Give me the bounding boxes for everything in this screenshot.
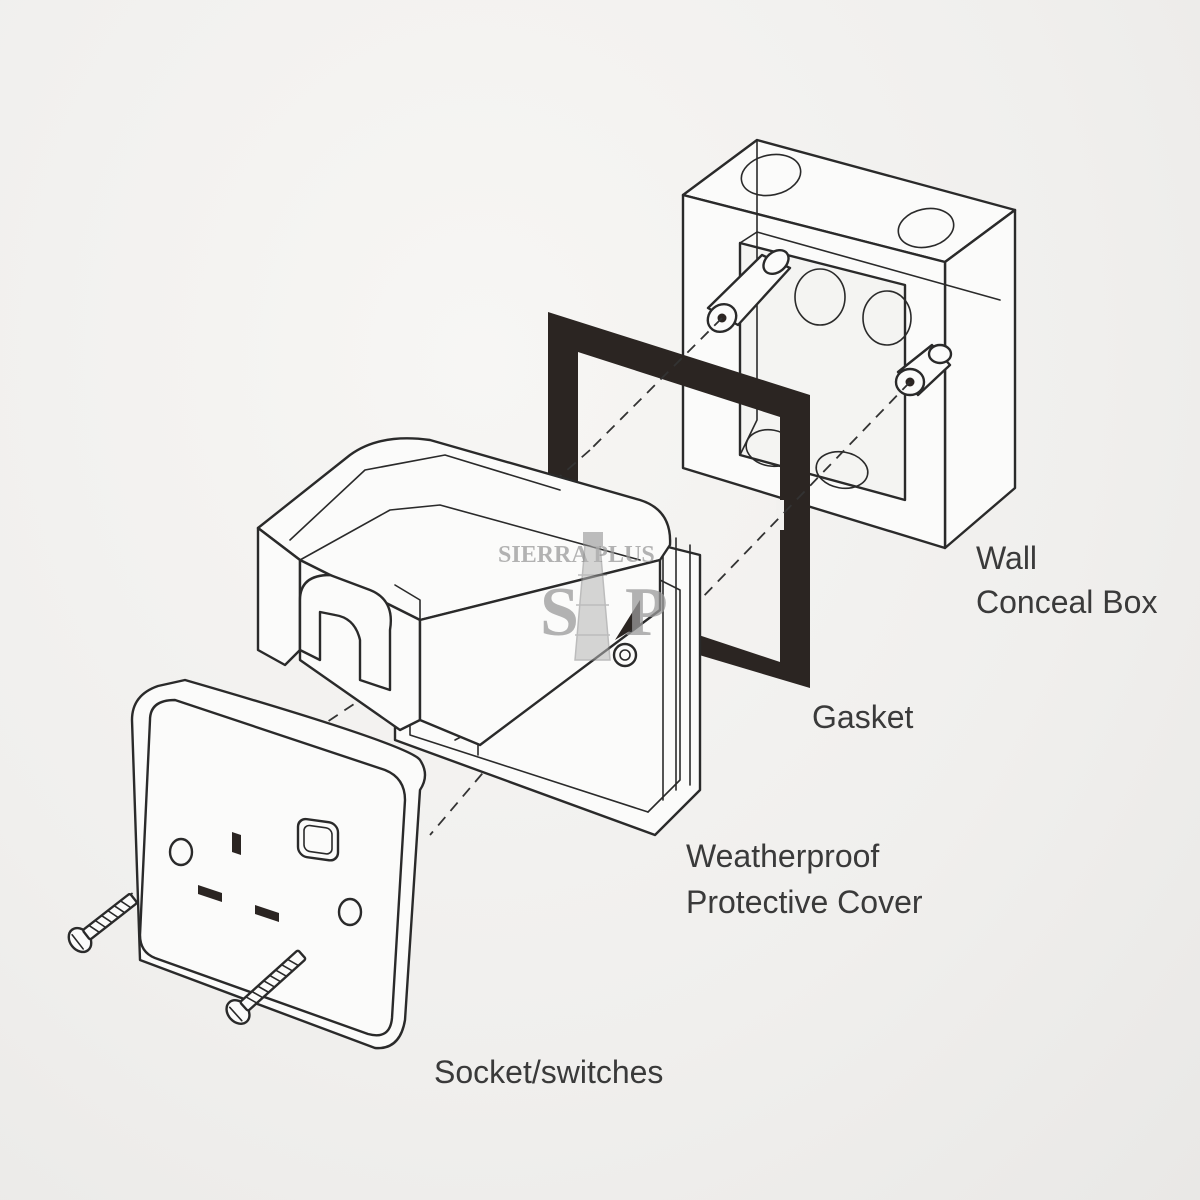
- label-wall-line1: Wall: [976, 540, 1038, 576]
- socket-switch-plate: [130, 678, 427, 1050]
- screw-right: [225, 949, 307, 1025]
- watermark-text: SIERRA PLUS: [498, 542, 655, 568]
- label-cover-line2: Protective Cover: [686, 884, 923, 920]
- watermark-initial-left: S: [540, 574, 579, 651]
- cover-hinge-screw: [612, 600, 640, 668]
- label-gasket: Gasket: [812, 699, 914, 735]
- plate-screw-hole-left: [168, 837, 194, 867]
- weatherproof-protective-cover: [256, 437, 702, 837]
- socket-live-pin-slot: [198, 885, 222, 902]
- socket-neutral-pin-slot: [255, 905, 279, 922]
- wall-conceal-box: [681, 138, 1017, 550]
- screw-left: [67, 893, 138, 954]
- brand-watermark: SIERRA PLUS S P: [498, 532, 668, 661]
- label-cover-line1: Weatherproof: [686, 838, 880, 874]
- label-socket-switches: Socket/switches: [434, 1054, 664, 1090]
- lighthouse-icon: [574, 532, 611, 661]
- plate-screw-hole-right: [337, 897, 363, 927]
- label-wall-conceal-box: Wall Conceal Box: [976, 538, 1157, 622]
- watermark-initial-right: P: [625, 574, 668, 651]
- label-weatherproof-cover: Weatherproof Protective Cover: [686, 836, 923, 922]
- gasket: [548, 312, 810, 688]
- socket-earth-pin-slot: [232, 832, 241, 855]
- label-wall-line2: Conceal Box: [976, 584, 1158, 620]
- socket-switch-rocker: [296, 817, 340, 862]
